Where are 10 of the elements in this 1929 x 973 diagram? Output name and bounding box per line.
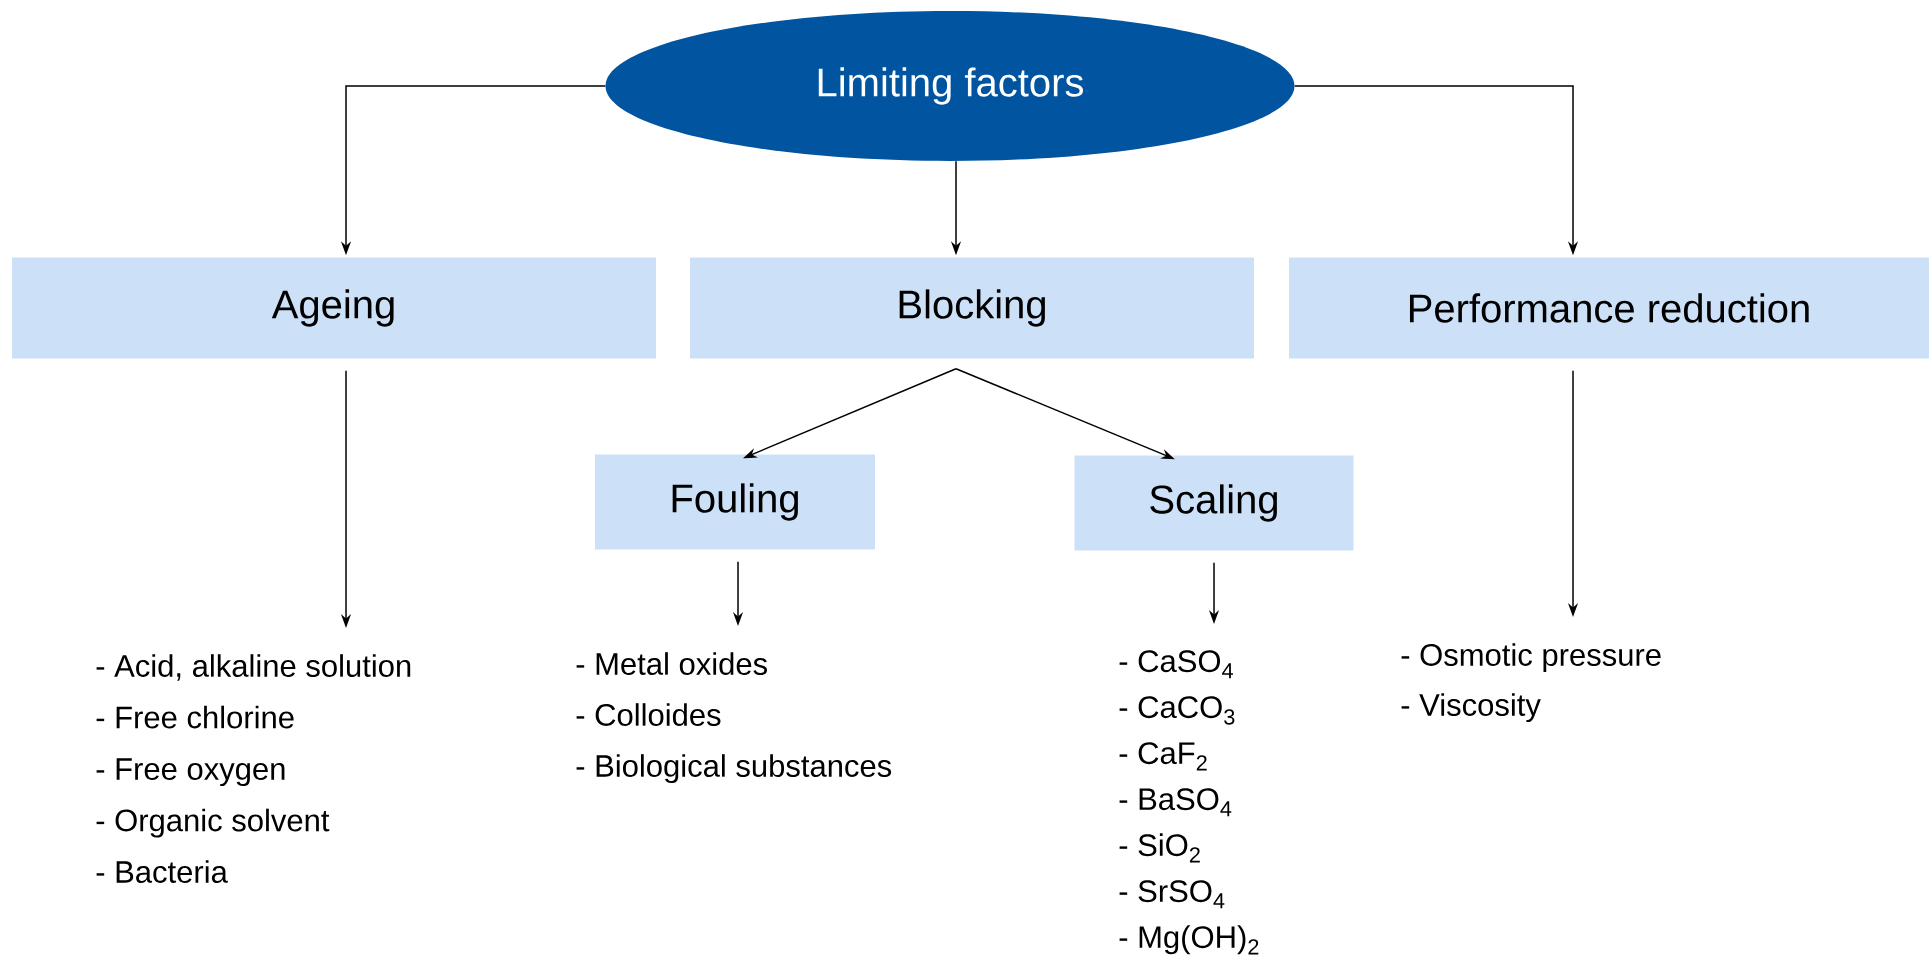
category-box: Blocking — [690, 257, 1254, 359]
category-box: Ageing — [12, 257, 656, 359]
item-list: - CaSO$_{4}$ - CaCO$_{3}$ - CaF$_{2}$ - BaSO$_{4}$ - SiO$_{2}$ - SrSO$_{4}$ - Mg(OH)$_{2}$ — [1119, 650, 1259, 955]
category-box: Performance reduction — [1289, 257, 1929, 359]
item-list: - Metal oxides - Colloides - Biological substances — [576, 652, 892, 784]
ellipse-node: Limiting factors — [605, 11, 1295, 161]
item-list: - Osmotic pressure - Viscosity — [1401, 643, 1661, 723]
category-box: Fouling — [595, 454, 875, 550]
category-box: Scaling — [1074, 455, 1354, 551]
item-list: - Acid, alkaline solution - Free chlorine - Free oxygen - Organic solvent - Bacteria — [96, 654, 411, 883]
